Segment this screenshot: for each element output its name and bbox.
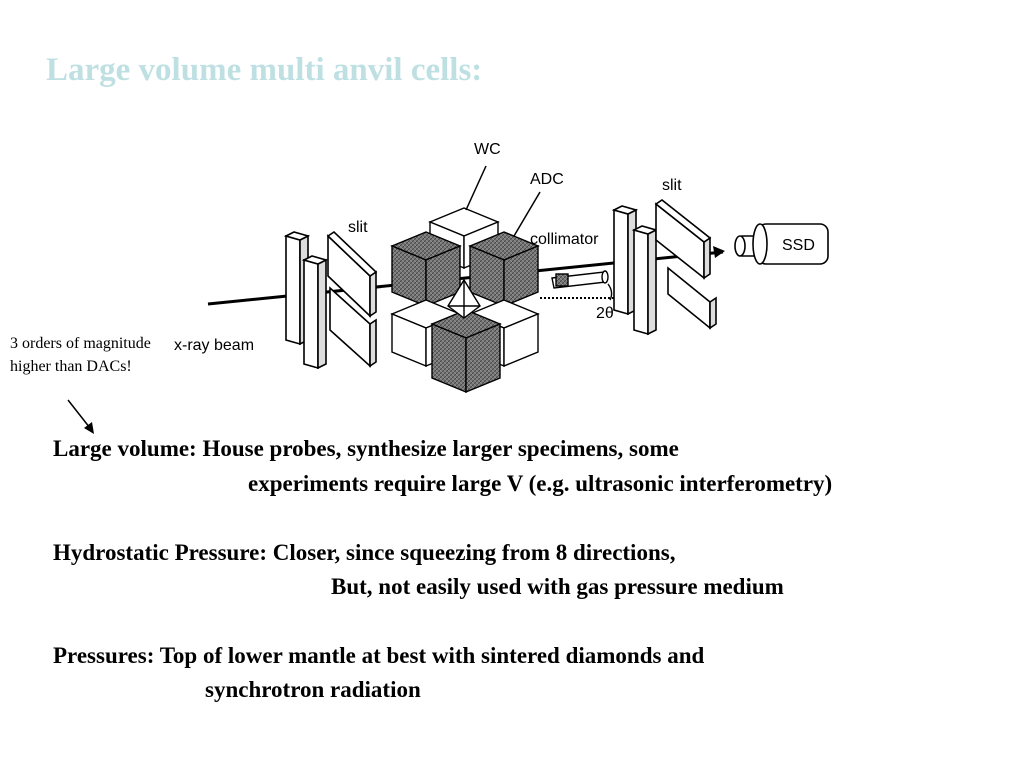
magnitude-note-line1: 3 orders of magnitude xyxy=(10,335,151,352)
two-theta-arc xyxy=(607,283,613,301)
magnitude-note: 3 orders of magnitude higher than DACs! xyxy=(10,332,151,378)
left-slit xyxy=(283,230,378,370)
anvil-cubes xyxy=(390,207,540,394)
slide-title: Large volume multi anvil cells: xyxy=(46,52,483,88)
collimator xyxy=(551,270,609,289)
large-volume-line1: Large volume: House probes, synthesize l… xyxy=(53,436,679,461)
wc-label: WC xyxy=(474,141,501,158)
slit-left-label: slit xyxy=(348,219,368,236)
hydrostatic-line1: Hydrostatic Pressure: Closer, since sque… xyxy=(53,540,676,565)
magnitude-note-line2: higher than DACs! xyxy=(10,358,132,375)
beam-arrowhead xyxy=(713,246,725,258)
right-slit xyxy=(611,199,717,336)
ssd-detector: SSD xyxy=(734,223,829,265)
xray-beam-label: x-ray beam xyxy=(174,337,254,354)
multi-anvil-diagram: slit WC ADC collimator xyxy=(174,141,725,394)
pressures-line2: synchrotron radiation xyxy=(205,677,421,702)
ssd-label: SSD xyxy=(782,237,815,254)
pressures-line1: Pressures: Top of lower mantle at best w… xyxy=(53,643,705,668)
wc-pointer xyxy=(465,165,487,211)
adc-label: ADC xyxy=(530,171,564,188)
collimator-label: collimator xyxy=(530,231,599,248)
hydrostatic-line2: But, not easily used with gas pressure m… xyxy=(331,574,784,599)
adc-pointer xyxy=(513,191,541,237)
slit-right-label: slit xyxy=(662,177,682,194)
note-arrow-icon xyxy=(67,399,94,434)
two-theta-label: 2θ xyxy=(596,305,614,322)
large-volume-line2: experiments require large V (e.g. ultras… xyxy=(248,471,833,496)
